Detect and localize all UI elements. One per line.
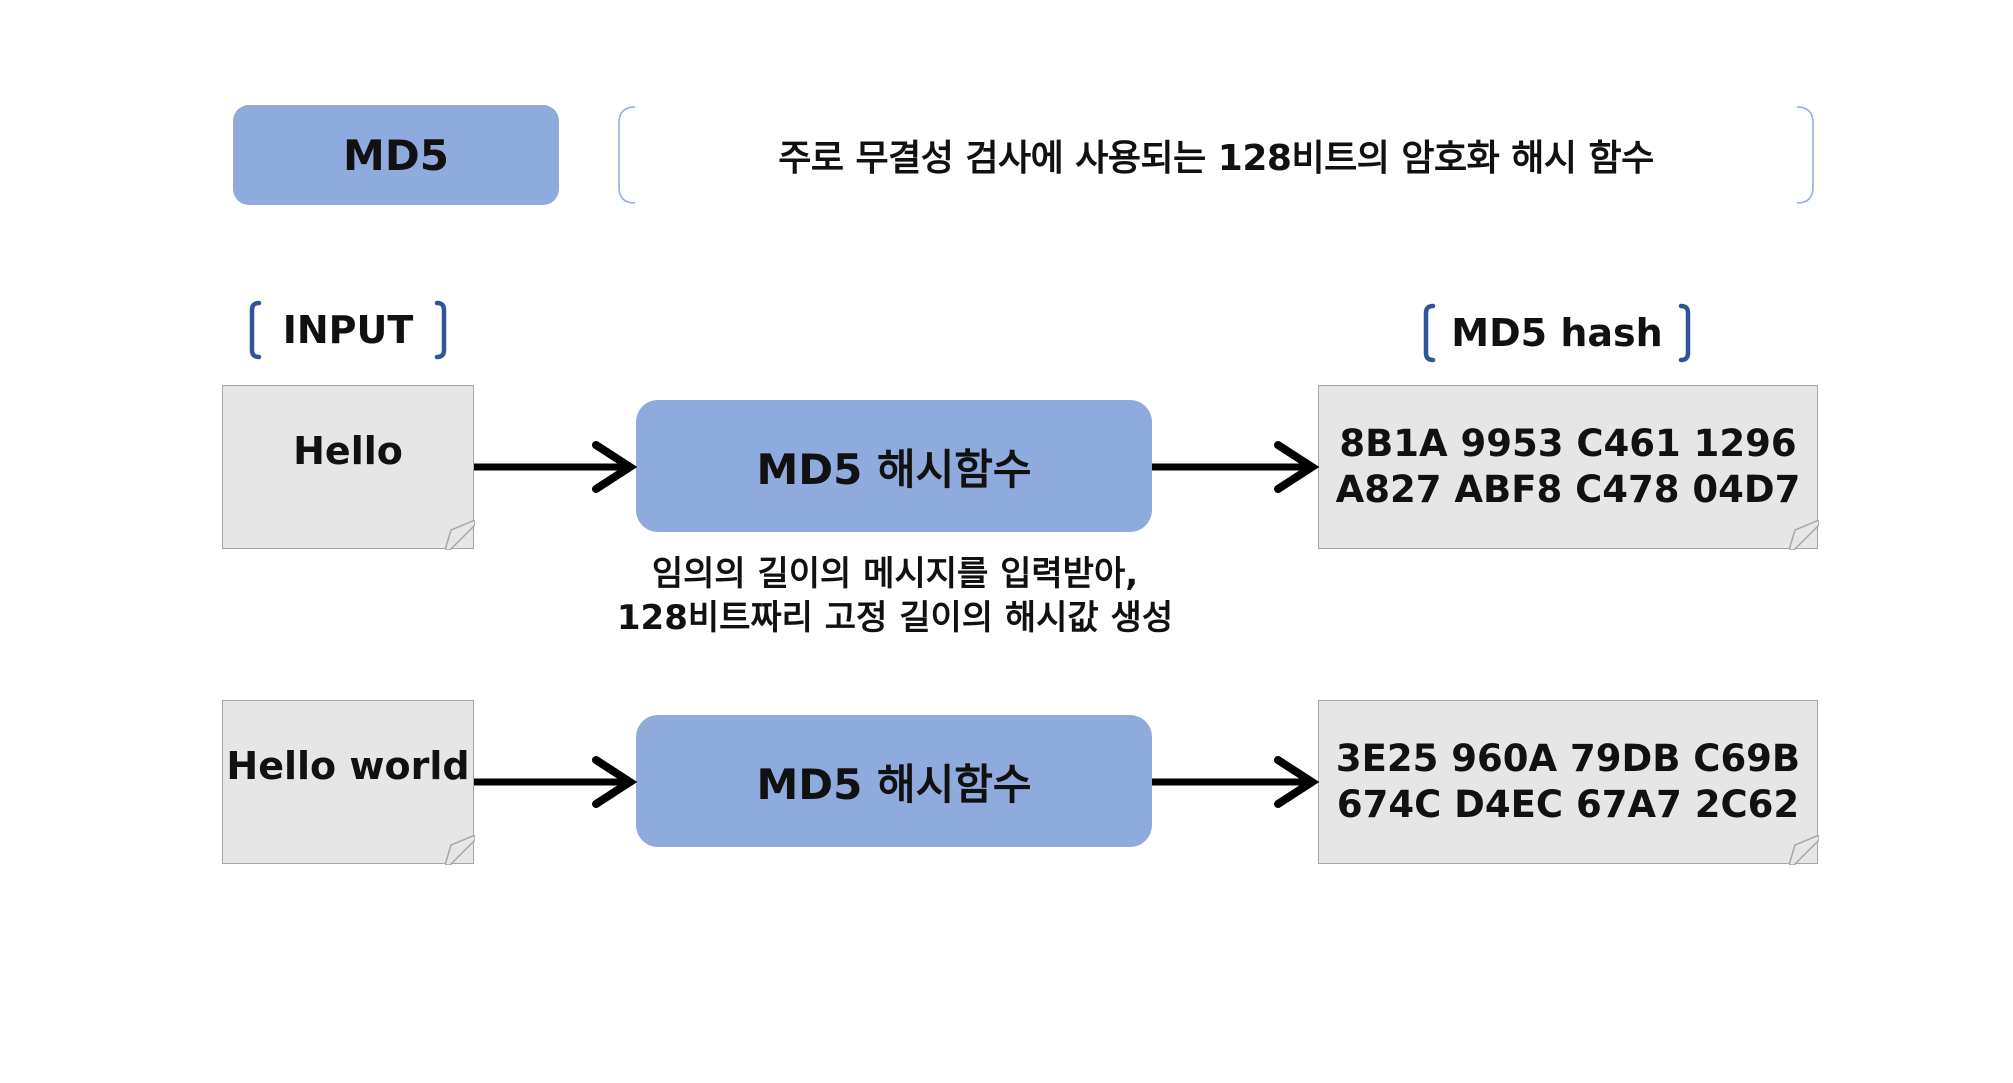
input-document-hello: Hello — [222, 385, 475, 550]
hash-value: 3E25 960A 79DB C69B 674C D4EC 67A7 2C62 — [1335, 736, 1801, 826]
left-bracket-icon — [249, 300, 262, 360]
page-fold-icon — [445, 520, 475, 550]
arrow-right-icon — [474, 756, 638, 808]
page-fold-icon — [1789, 520, 1819, 550]
md5-function-box-1: MD5 해시함수 — [636, 400, 1152, 532]
hash-output-document-1: 8B1A 9953 C461 1296 A827 ABF8 C478 04D7 — [1318, 385, 1819, 550]
input-label-text: INPUT — [282, 308, 414, 352]
page-fold-icon — [1789, 835, 1819, 865]
input-document-hello-world: Hello world — [222, 700, 475, 865]
right-bracket-icon — [434, 300, 447, 360]
function-label: MD5 해시함수 — [756, 444, 1032, 494]
title-text: MD5 — [343, 130, 449, 180]
description-box: 주로 무결성 검사에 사용되는 128비트의 암호화 해시 함수 — [617, 105, 1815, 205]
function-label: MD5 해시함수 — [756, 759, 1032, 809]
output-label: MD5 hash — [1422, 303, 1692, 363]
input-label: INPUT — [248, 300, 448, 360]
arrow-right-icon — [474, 441, 638, 493]
input-text: Hello — [293, 429, 403, 473]
page-fold-icon — [445, 835, 475, 865]
title-badge: MD5 — [233, 105, 559, 205]
output-label-text: MD5 hash — [1451, 311, 1663, 355]
right-bracket-icon — [1678, 303, 1691, 363]
arrow-right-icon — [1152, 441, 1320, 493]
hash-value: 8B1A 9953 C461 1296 A827 ABF8 C478 04D7 — [1335, 421, 1801, 511]
arrow-right-icon — [1152, 756, 1320, 808]
description-box-border — [618, 106, 1814, 204]
md5-function-box-2: MD5 해시함수 — [636, 715, 1152, 847]
input-text: Hello world — [226, 744, 470, 788]
function-caption: 임의의 길이의 메시지를 입력받아, 128비트짜리 고정 길이의 해시값 생성 — [616, 554, 1174, 639]
hash-output-document-2: 3E25 960A 79DB C69B 674C D4EC 67A7 2C62 — [1318, 700, 1819, 865]
description-text: 주로 무결성 검사에 사용되는 128비트의 암호화 해시 함수 — [778, 138, 1654, 179]
left-bracket-icon — [1423, 303, 1436, 363]
